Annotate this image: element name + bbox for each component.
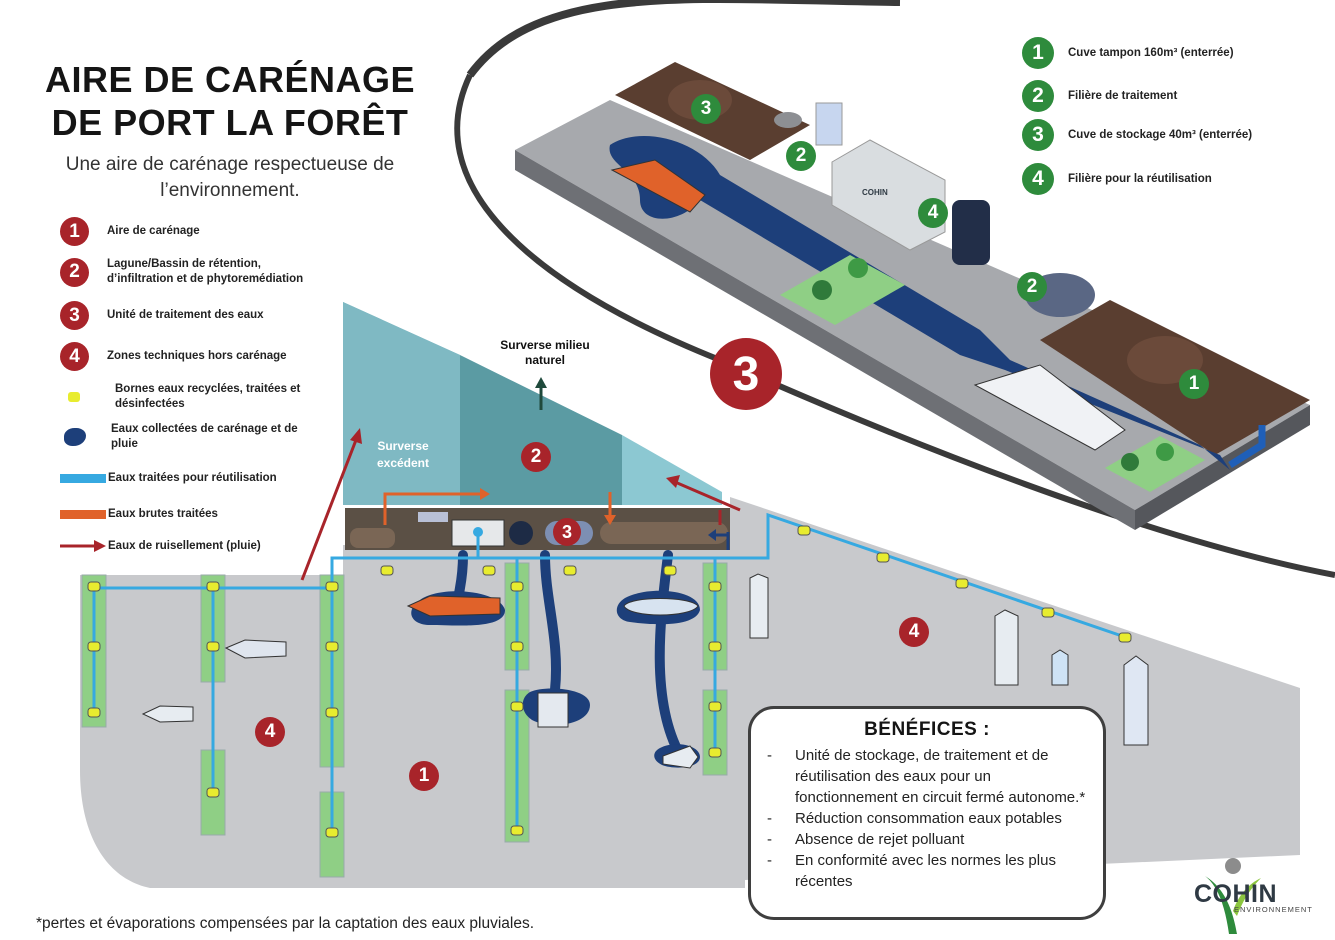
unit-legend-item-2: 2 Filière de traitement	[1022, 80, 1177, 112]
lagoon-right	[622, 435, 722, 505]
unit-legend-item-1: 1 Cuve tampon 160m³ (enterrée)	[1022, 37, 1234, 69]
surverse-milieu-label: Surverse milieu naturel	[500, 338, 590, 367]
benefit-item: Unité de stockage, de traitement et de r…	[767, 745, 1089, 808]
iso-container	[831, 139, 946, 251]
iso-platform-side-r	[1135, 405, 1310, 530]
runoff-arrow	[674, 480, 741, 512]
iso-boat	[610, 159, 706, 213]
zone-badge-technical-right: 4	[899, 617, 929, 647]
legend-label: Eaux traitées pour réutilisation	[108, 472, 277, 484]
brand-name: COHIN	[1194, 880, 1278, 908]
legend-label: Lagune/Bassin de rétention, d’infiltrati…	[107, 258, 304, 285]
legend-item-bornes: Bornes eaux recyclées, traitées et désin…	[60, 382, 330, 412]
iso-badge-buffer-tank: 1	[1179, 369, 1209, 399]
benefit-item: En conformité avec les normes les plus r…	[767, 850, 1089, 892]
zone-badge-technical-left: 4	[255, 717, 285, 747]
careening-ground	[80, 497, 1300, 888]
water-blob-icon	[64, 428, 86, 446]
collected-water-channel	[540, 550, 561, 695]
page-subtitle: Une aire de carénage respectueuse de l’e…	[65, 154, 395, 201]
benefits-list: Unité de stockage, de traitement et de r…	[751, 745, 1103, 892]
legend-item-1: 1 Aire de carénage	[60, 217, 322, 246]
zone-badge-careening: 1	[409, 761, 439, 791]
legend-label: Zones techniques hors carénage	[107, 350, 287, 362]
title-line-1: AIRE DE CARÉNAGE	[44, 59, 416, 100]
legend-item-runoff: Eaux de ruisellement (pluie)	[60, 538, 323, 554]
legend-badge: 4	[60, 342, 89, 371]
treated-line-icon	[60, 474, 106, 483]
raw-water-arrow	[383, 492, 480, 525]
iso-water-channel	[609, 136, 1230, 470]
brand-tagline: ENVIRONNEMENT	[1234, 905, 1313, 914]
treated-water-line	[330, 532, 480, 588]
unit-badge: 2	[1022, 80, 1054, 112]
iso-garden	[1105, 436, 1205, 492]
iso-badge-treatment-b: 2	[1017, 272, 1047, 302]
surverse-excedent-label: Surverse excédent	[376, 439, 430, 470]
legend-label: Aire de carénage	[107, 225, 200, 237]
legend-label: Bornes eaux recyclées, traitées et désin…	[115, 383, 301, 410]
legend-label: Unité de traitement des eaux	[107, 309, 264, 321]
unit-label: Filière de traitement	[1068, 90, 1178, 102]
legend-badge: 1	[60, 217, 89, 246]
page-title: AIRE DE CARÉNAGE DE PORT LA FORÊT	[30, 58, 430, 144]
unit-badge: 1	[1022, 37, 1054, 69]
zone-badge-lagoon: 2	[521, 442, 551, 472]
legend-item-treated: Eaux traitées pour réutilisation	[60, 471, 323, 486]
boats-plan	[141, 573, 1149, 769]
benefits-box: BÉNÉFICES : Unité de stockage, de traite…	[748, 706, 1106, 920]
iso-platform-side	[515, 150, 1135, 530]
iso-badge-reuse: 4	[918, 198, 948, 228]
title-line-2: DE PORT LA FORÊT	[51, 102, 409, 143]
legend-label: Eaux brutes traitées	[108, 508, 218, 520]
cohin-logo-icon	[1205, 858, 1261, 934]
unit-label: Cuve de stockage 40m³ (enterrée)	[1068, 129, 1253, 141]
legend-badge: 2	[60, 257, 89, 287]
yellow-dot-icon	[68, 392, 80, 402]
benefits-title: BÉNÉFICES :	[864, 719, 990, 740]
legend-label: Eaux de ruisellement (pluie)	[108, 539, 261, 552]
legend-badge: 3	[60, 301, 89, 330]
legend-item-3: 3 Unité de traitement des eaux	[60, 301, 322, 330]
zone-badge-treatment: 3	[553, 518, 581, 546]
lagoon-middle	[460, 355, 622, 505]
iso-silo	[952, 200, 990, 265]
runoff-arrow	[300, 439, 358, 581]
legend-item-4: 4 Zones techniques hors carénage	[60, 342, 322, 371]
iso-garden	[780, 255, 905, 325]
unit-legend-item-3: 3 Cuve de stockage 40m³ (enterrée)	[1022, 119, 1252, 151]
unit-label: Filière pour la réutilisation	[1068, 173, 1212, 185]
legend-item-raw: Eaux brutes traitées	[60, 507, 323, 522]
unit-badge: 4	[1022, 163, 1054, 195]
unit-legend-item-4: 4 Filière pour la réutilisation	[1022, 163, 1212, 195]
benefit-item: Absence de rejet polluant	[767, 829, 1089, 850]
container-logo-text: COHIN	[862, 188, 888, 197]
legend-item-collected: Eaux collectées de carénage et de pluie	[60, 422, 326, 452]
red-arrow-icon	[60, 540, 106, 552]
footnote: *pertes et évaporations compensées par l…	[36, 915, 535, 932]
legend-item-2: 2 Lagune/Bassin de rétention, d’infiltra…	[60, 257, 322, 287]
zone-badge-unit: 3	[710, 338, 782, 410]
raw-line-icon	[60, 510, 106, 519]
unit-label: Cuve tampon 160m³ (enterrée)	[1068, 47, 1234, 59]
iso-badge-storage: 3	[691, 94, 721, 124]
treated-water-line	[715, 512, 1126, 639]
benefit-item: Réduction consommation eaux potables	[767, 808, 1089, 829]
iso-badge-treatment-a: 2	[786, 141, 816, 171]
iso-kiosk	[815, 102, 843, 146]
legend-label: Eaux collectées de carénage et de pluie	[111, 423, 298, 450]
iso-boat	[973, 364, 1126, 451]
zoom-curve	[466, 0, 901, 78]
collected-water-channel	[654, 550, 685, 760]
unit-badge: 3	[1022, 119, 1054, 151]
